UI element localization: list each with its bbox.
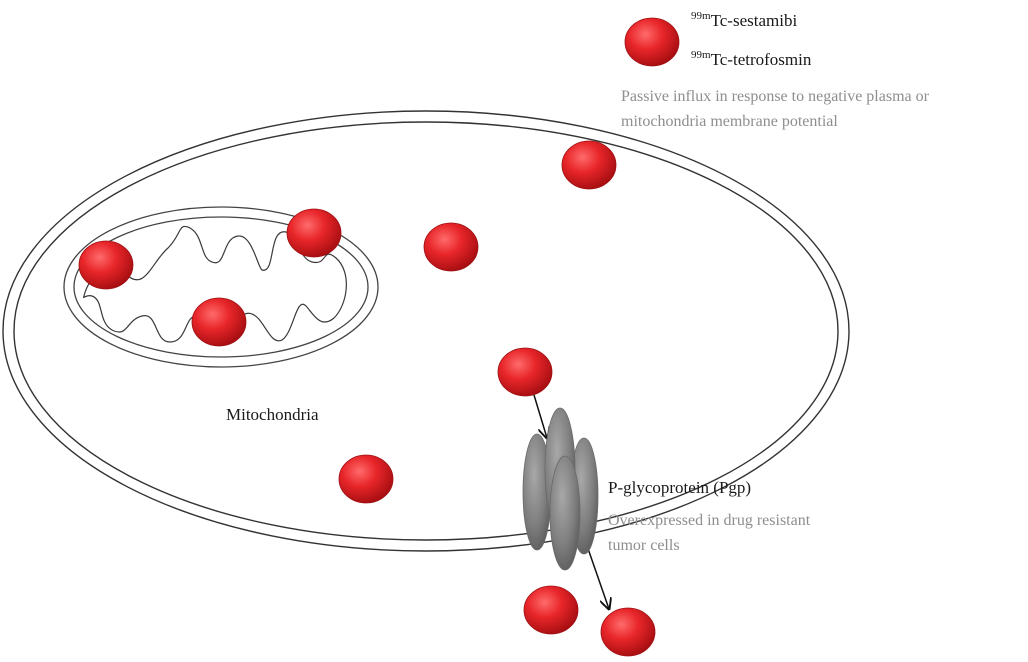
influx-note-line-2: mitochondria membrane potential	[621, 109, 929, 134]
influx-note-line-1: Passive influx in response to negative p…	[621, 84, 929, 109]
pgp-note: Overexpressed in drug resistant tumor ce…	[608, 508, 810, 558]
efflux-arrow-in	[534, 395, 547, 438]
influx-note: Passive influx in response to negative p…	[621, 84, 929, 134]
tracer-outside-left-icon	[524, 586, 578, 634]
tracer-near-pgp-icon	[498, 348, 552, 396]
tracer-lower-cytoplasm-icon	[339, 455, 393, 503]
pgp-transporter-icon	[523, 408, 598, 570]
tracer-mito-top-icon	[287, 209, 341, 257]
tracer-in-membrane-icon	[562, 141, 616, 189]
mitochondria-label: Mitochondria	[226, 405, 319, 425]
pgp-note-line-1: Overexpressed in drug resistant	[608, 508, 810, 533]
legend-item-sestamibi: 99mTc-sestamibi	[691, 10, 797, 31]
tracer-legend-icon	[625, 18, 679, 66]
tracer-cytoplasm-icon	[424, 223, 478, 271]
pgp-title: P-glycoprotein (Pgp)	[608, 478, 751, 498]
tracer-mito-inner-icon	[192, 298, 246, 346]
tracer-molecules	[79, 18, 679, 656]
pgp-note-line-2: tumor cells	[608, 533, 810, 558]
legend-item-tetrofosmin: 99mTc-tetrofosmin	[691, 49, 811, 70]
tracer-mito-left-icon	[79, 241, 133, 289]
tracer-effluxed-icon	[601, 608, 655, 656]
